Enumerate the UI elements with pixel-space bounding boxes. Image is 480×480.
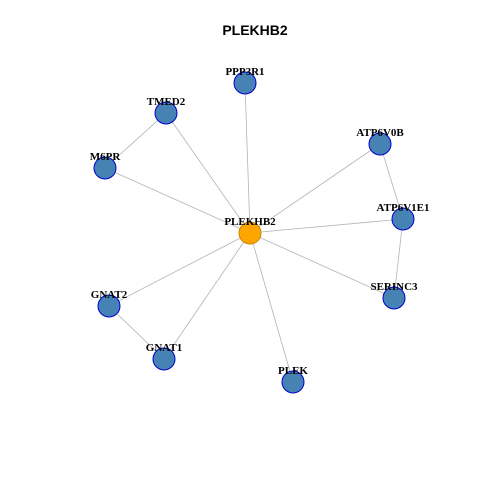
node-label-gnat2: GNAT2 bbox=[91, 289, 128, 301]
node-label-atp6v0b: ATP6V0B bbox=[356, 127, 404, 139]
node-circle-ppp3r1[interactable] bbox=[233, 71, 257, 95]
node-tmed2[interactable]: TMED2 bbox=[147, 96, 186, 125]
edge-tmed2-m6pr bbox=[104, 112, 167, 169]
edge-plekhb2-plek bbox=[249, 232, 294, 383]
edges-layer bbox=[104, 82, 404, 383]
edge-atp6v0b-atp6v1e1 bbox=[379, 143, 404, 220]
node-gnat2[interactable]: GNAT2 bbox=[91, 289, 128, 318]
node-m6pr[interactable]: M6PR bbox=[90, 151, 122, 180]
node-atp6v0b[interactable]: ATP6V0B bbox=[356, 127, 404, 156]
node-circle-gnat2[interactable] bbox=[97, 294, 121, 318]
node-label-gnat1: GNAT1 bbox=[146, 342, 182, 354]
node-label-atp6v1e1: ATP6V1E1 bbox=[377, 202, 430, 214]
edge-gnat2-gnat1 bbox=[108, 305, 165, 360]
node-circle-plekhb2[interactable] bbox=[238, 221, 262, 245]
edge-plekhb2-ppp3r1 bbox=[244, 82, 251, 234]
graph-title: PLEKHB2 bbox=[222, 22, 288, 38]
node-serinc3[interactable]: SERINC3 bbox=[370, 281, 418, 310]
node-circle-plek[interactable] bbox=[281, 370, 305, 394]
node-label-m6pr: M6PR bbox=[90, 151, 122, 163]
node-label-tmed2: TMED2 bbox=[147, 96, 186, 108]
edge-plekhb2-serinc3 bbox=[249, 232, 395, 299]
node-circle-serinc3[interactable] bbox=[382, 286, 406, 310]
edge-atp6v1e1-serinc3 bbox=[393, 218, 404, 299]
edge-plekhb2-m6pr bbox=[104, 167, 251, 234]
node-circle-atp6v1e1[interactable] bbox=[391, 207, 415, 231]
node-plekhb2[interactable]: PLEKHB2 bbox=[224, 216, 276, 245]
node-ppp3r1[interactable]: PPP3R1 bbox=[225, 66, 265, 95]
node-label-plek: PLEK bbox=[278, 365, 308, 377]
node-plek[interactable]: PLEK bbox=[278, 365, 308, 394]
node-label-ppp3r1: PPP3R1 bbox=[225, 66, 264, 78]
node-gnat1[interactable]: GNAT1 bbox=[146, 342, 182, 371]
edge-plekhb2-atp6v0b bbox=[249, 143, 381, 234]
node-label-serinc3: SERINC3 bbox=[370, 281, 418, 293]
node-label-plekhb2: PLEKHB2 bbox=[224, 216, 276, 228]
node-circle-tmed2[interactable] bbox=[154, 101, 178, 125]
edge-plekhb2-tmed2 bbox=[165, 112, 251, 234]
node-circle-atp6v0b[interactable] bbox=[368, 132, 392, 156]
edge-plekhb2-atp6v1e1 bbox=[249, 218, 404, 234]
node-atp6v1e1[interactable]: ATP6V1E1 bbox=[377, 202, 430, 231]
edge-plekhb2-gnat2 bbox=[108, 232, 251, 307]
node-circle-m6pr[interactable] bbox=[93, 156, 117, 180]
node-circle-gnat1[interactable] bbox=[152, 347, 176, 371]
edge-plekhb2-gnat1 bbox=[163, 232, 251, 360]
